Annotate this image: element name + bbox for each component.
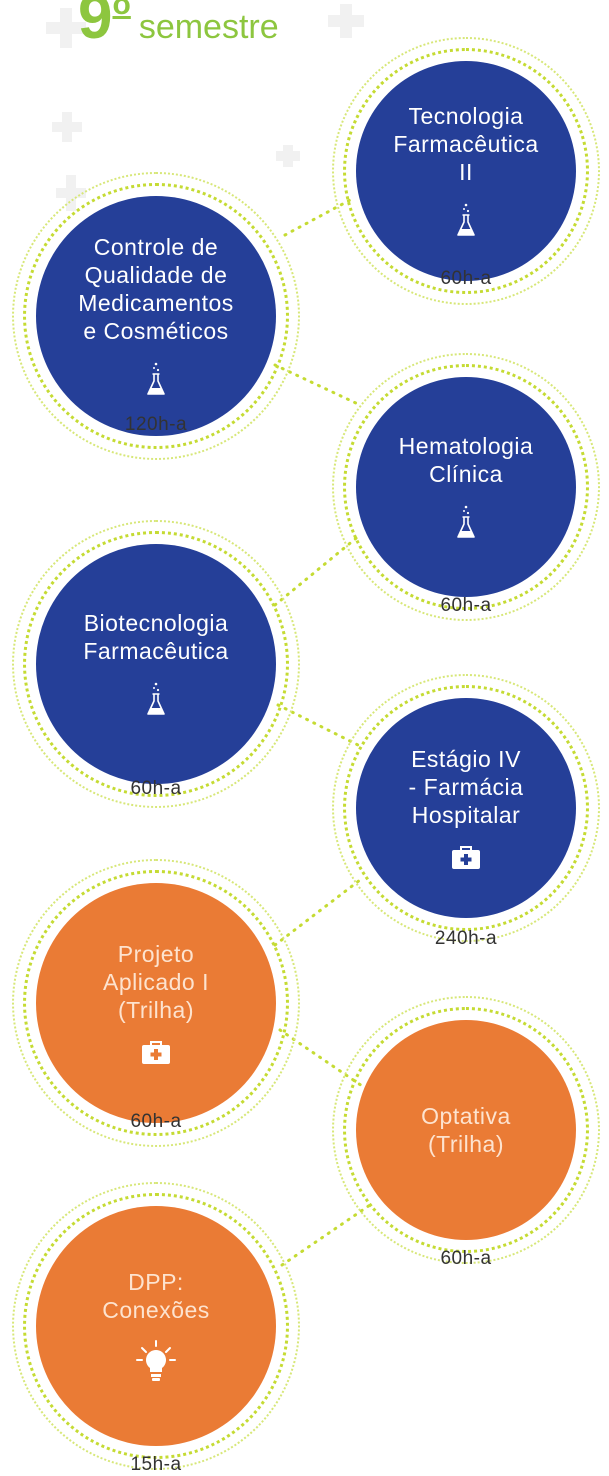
course-hours: 120h-a <box>124 414 188 435</box>
medical-kit-icon <box>140 1040 172 1066</box>
dotted-ring <box>12 1182 300 1470</box>
dotted-ring <box>332 353 600 621</box>
semester-label: semestre <box>138 8 279 46</box>
dotted-ring <box>23 1193 289 1459</box>
dotted-ring <box>343 1007 589 1253</box>
dotted-ring <box>23 531 289 797</box>
course-hours: 15h-a <box>130 1454 182 1475</box>
course-hours: 60h-a <box>440 268 492 289</box>
course-disc: Optativa(Trilha) <box>356 1020 576 1240</box>
ordinal-indicator: o <box>112 0 131 21</box>
medical-kit-icon <box>450 845 482 871</box>
dotted-ring <box>332 996 600 1264</box>
course-hours: 60h-a <box>130 778 182 799</box>
dotted-ring <box>332 37 600 305</box>
course-disc: DPP:Conexões <box>36 1206 276 1446</box>
dotted-ring <box>12 172 300 460</box>
dotted-ring <box>343 685 589 931</box>
lightbulb-icon <box>136 1340 176 1384</box>
dotted-ring <box>12 520 300 808</box>
dotted-ring <box>12 859 300 1147</box>
course-node-optativa: Optativa(Trilha) 60h-a <box>332 996 600 1269</box>
semester-heading: 9o semestre <box>78 0 279 52</box>
faint-background-crosses <box>46 4 364 211</box>
course-hours: 60h-a <box>130 1111 182 1132</box>
course-node-dpp-conexoes: DPP:Conexões 15h-a <box>12 1182 300 1475</box>
dotted-ring <box>23 870 289 1136</box>
flask-icon <box>455 504 477 542</box>
course-hours: 60h-a <box>440 595 492 616</box>
course-title: DPP:Conexões <box>102 1269 210 1323</box>
course-hours: 60h-a <box>440 1248 492 1269</box>
flask-icon <box>145 361 167 399</box>
flask-icon <box>145 681 167 719</box>
dotted-ring <box>23 183 289 449</box>
dotted-ring <box>343 364 589 610</box>
semester-number: 9 <box>78 0 113 52</box>
dotted-ring <box>332 674 600 942</box>
course-title: Optativa(Trilha) <box>421 1103 511 1157</box>
flask-icon <box>455 202 477 240</box>
course-hours: 240h-a <box>434 928 498 949</box>
dotted-ring <box>343 48 589 294</box>
